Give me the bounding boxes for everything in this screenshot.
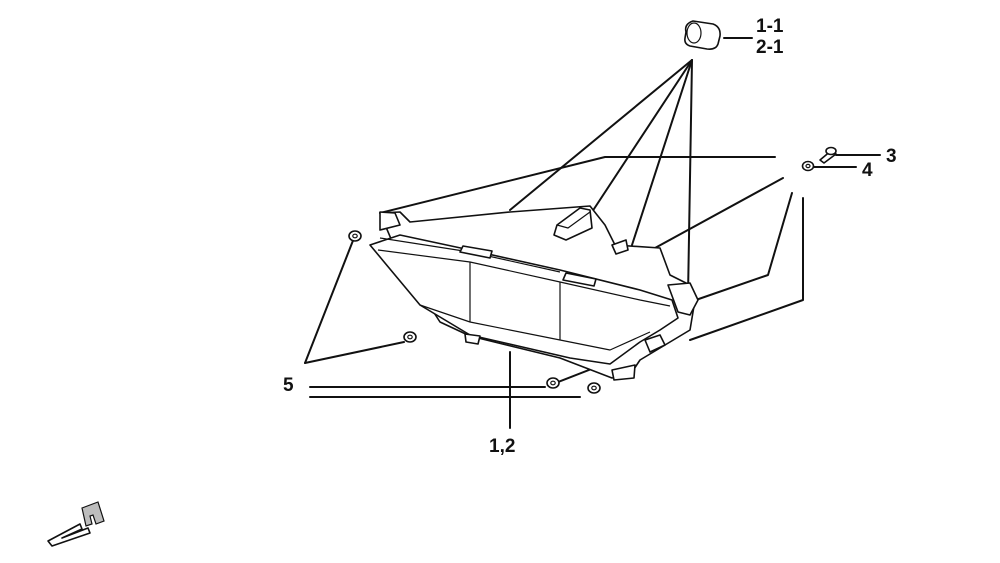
leader-washer-lower (689, 197, 804, 341)
callout-1-1: 1-1 (756, 16, 784, 37)
leader-5-upper (304, 237, 355, 364)
leader-bulb-a (509, 59, 693, 211)
washer-part-5 (348, 230, 601, 394)
leader-bulb-b (589, 59, 693, 216)
leader-bulb-d (687, 59, 693, 297)
screw-part (819, 146, 837, 164)
leader-bulb-c (631, 59, 693, 246)
leader-screw-left (379, 156, 776, 214)
callout-labels: 1-1 2-1 3 4 5 1,2 (283, 16, 897, 457)
headlight-assembly (369, 205, 699, 381)
leader-washer-mid (654, 177, 784, 249)
callout-1-2: 1,2 (489, 436, 515, 457)
bulb-part (684, 20, 721, 50)
callout-4: 4 (862, 160, 873, 181)
leader-5-mid (304, 341, 405, 364)
washer-part-4 (801, 160, 815, 172)
front-direction-arrow-icon: F (47, 501, 105, 547)
leader-washer-right (689, 192, 793, 303)
leader-lines (304, 37, 881, 429)
callout-5: 5 (283, 375, 294, 396)
callout-3: 3 (886, 146, 897, 167)
callout-2-1: 2-1 (756, 37, 784, 58)
